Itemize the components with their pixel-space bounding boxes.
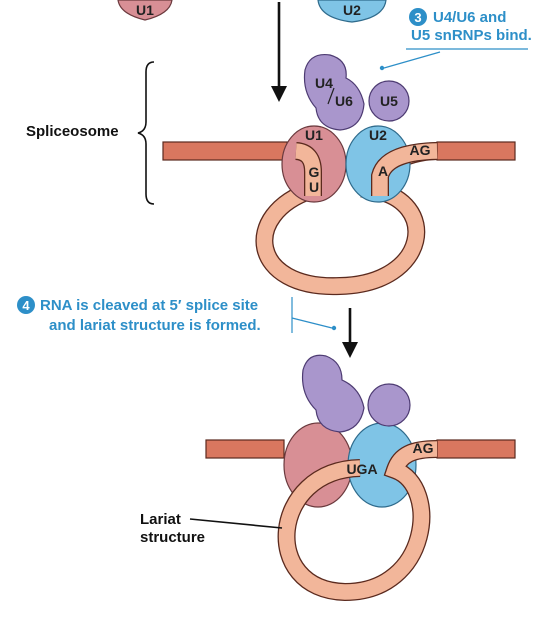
step-4-text-line2: and lariat structure is formed.: [49, 317, 261, 334]
step-3-leader-line: [383, 51, 441, 69]
lariat-exon-left: [205, 439, 285, 459]
u5-label: U5: [380, 93, 398, 109]
lariat-structure-label-line2: structure: [140, 529, 205, 546]
step-3-text-line1: U4/U6 and: [433, 9, 506, 26]
svg-text:3: 3: [414, 10, 421, 25]
a-branch-label: A: [378, 163, 388, 179]
ag-site-label: AG: [410, 142, 431, 158]
u1-label: U1: [305, 127, 323, 143]
lariat-ag-label: AG: [413, 440, 434, 456]
exon-right: [436, 141, 516, 161]
arrow-down-1: [271, 2, 287, 102]
step-3-text-line2: U5 snRNPs bind.: [411, 27, 532, 44]
step-3-annotation: 3 U4/U6 and U5 snRNPs bind.: [379, 8, 532, 71]
lariat-structure-label-line1: Lariat: [140, 511, 181, 528]
top-snrnps: U1 U2: [117, 0, 387, 23]
g-site-label: G: [309, 164, 320, 180]
step-3-badge: [409, 8, 427, 26]
step-4-badge: [17, 296, 35, 314]
top-u2-label: U2: [343, 2, 361, 18]
u2-label: U2: [369, 127, 387, 143]
top-u1-snrnp: [117, 0, 173, 21]
top-u2-snrnp: [317, 0, 387, 23]
u4-label: U4: [315, 75, 333, 91]
arrow-down-2: [342, 308, 358, 358]
lariat-panel: UGA AG Lariat structure: [140, 354, 516, 602]
u5-snrnp: [368, 80, 410, 122]
spliceosome-brace: [137, 61, 155, 205]
lariat-uga-label: UGA: [346, 461, 377, 477]
u6-label: U6: [335, 93, 353, 109]
exon-left: [162, 141, 288, 161]
lariat-pointer-line: [189, 518, 283, 529]
lariat-loop: [278, 441, 438, 600]
step-4-leader-line: [291, 317, 333, 329]
svg-text:4: 4: [22, 298, 30, 313]
step-4-annotation: 4 RNA is cleaved at 5′ splice site and l…: [17, 296, 337, 334]
u-site-label: U: [309, 179, 319, 195]
spliceosome-label: Spliceosome: [26, 123, 119, 140]
step-4-text-line1: RNA is cleaved at 5′ splice site: [40, 297, 258, 314]
u4-u6-snrnp: [303, 53, 365, 131]
lariat-u4-u6-snrnp: [301, 354, 365, 433]
lariat-u5-snrnp: [367, 383, 411, 427]
lariat-exon-right: [436, 439, 516, 459]
top-u1-label: U1: [136, 2, 154, 18]
spliceosome-panel: Spliceosome U1 U2 G U A AG U4 U6 U5: [26, 53, 516, 296]
